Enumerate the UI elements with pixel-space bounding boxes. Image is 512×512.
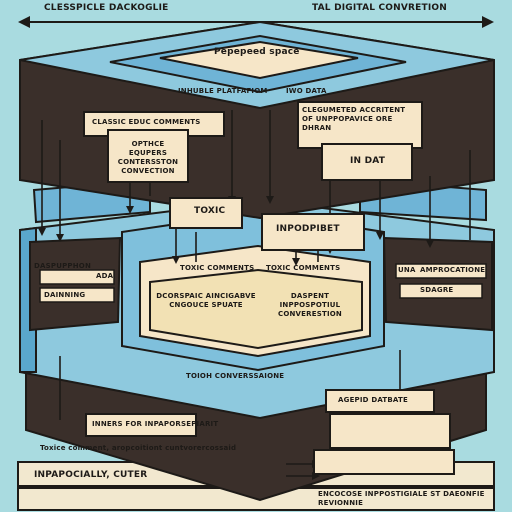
footer-right: ENCOCOSE INPPOSTIGIALE ST DAEONFIE REVIO… — [318, 490, 485, 507]
footer-left: INPAPOCIALLY, CUTER — [34, 470, 148, 480]
right-title: AMPROCATIONE — [420, 266, 486, 274]
bottom-sub-text: Toxice comment, aropcoitiont cuntvorerco… — [40, 444, 237, 452]
comments-box-label: CLASSIC EDUC COMMENTS — [92, 118, 201, 126]
options-label: OPTHCE EQUPERS CONTERSSTON CONVECTION — [117, 140, 179, 175]
bottom-left-title: INNERS FOR INPAPORSEPIARIT — [92, 420, 219, 428]
data-label: IWO DATA — [286, 87, 327, 95]
core-space-label: Pepepeed space — [214, 47, 300, 57]
toxic-label: TOXIC — [194, 206, 226, 216]
left-tag: ADA — [96, 272, 114, 280]
toxic-comment-left: TOXIC COMMENTS — [180, 264, 255, 272]
inpod-label: INPODPIBET — [276, 224, 340, 234]
connector-lines — [41, 110, 471, 477]
right-box: SDAGRE — [420, 286, 454, 294]
right-note-label: CLEGUMETED ACCRITENT OF UNPPOPAVICE ORE … — [302, 106, 406, 132]
in-dat-label: IN DAT — [350, 156, 386, 166]
arrow-heads — [38, 196, 434, 480]
top-panels — [83, 101, 423, 251]
left-box: DAINNING — [44, 291, 86, 299]
banner-left: CLESSPICLE DACKOGLIE — [44, 3, 169, 13]
bottom-right-title: AGEPID DATBATE — [338, 396, 408, 404]
banner-right: TAL DIGITAL CONVRETION — [312, 3, 448, 13]
bottom-panels — [39, 263, 487, 475]
center-right-text: DASPENT INPPOSPOTIUL CONVERESTION — [278, 292, 342, 318]
platform-label: INHUBLE PLATFAFIOM — [178, 87, 268, 95]
right-tag: UNA — [398, 266, 416, 274]
base-text: TOIOH CONVERSSAIONE — [186, 372, 285, 380]
toxic-comment-right: TOXIC COMMENTS — [266, 264, 341, 272]
left-title: DASPUPPHON — [34, 262, 92, 270]
center-left-text: DCORSPAIC AINCIGABVE CNGOUCE SPUATE — [156, 292, 256, 309]
